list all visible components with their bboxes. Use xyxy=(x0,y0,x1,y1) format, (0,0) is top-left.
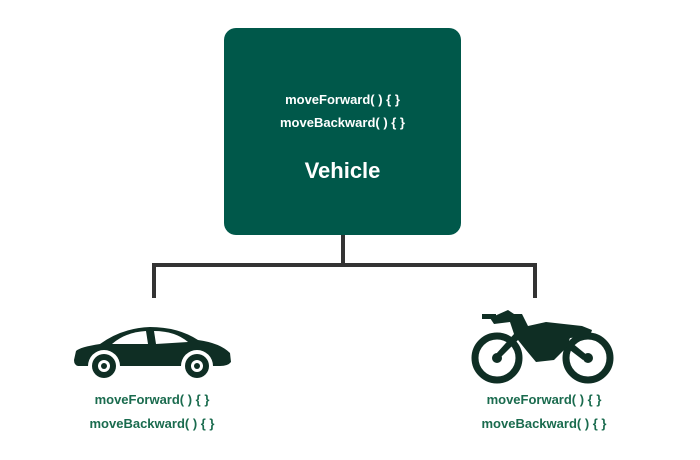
motorcycle-method-move-backward: moveBackward( ) { } xyxy=(481,416,607,431)
parent-method-move-forward: moveForward( ) { } xyxy=(285,92,400,107)
vehicle-class-box: moveForward( ) { } moveBackward( ) { } V… xyxy=(224,28,461,235)
car-method-move-backward: moveBackward( ) { } xyxy=(89,416,215,431)
motorcycle-icon xyxy=(471,310,614,384)
car-icon xyxy=(74,327,231,378)
parent-class-title: Vehicle xyxy=(304,158,381,183)
parent-method-move-backward: moveBackward( ) { } xyxy=(280,115,405,130)
car-method-move-forward: moveForward( ) { } xyxy=(94,392,210,407)
motorcycle-method-move-forward: moveForward( ) { } xyxy=(486,392,602,407)
motorcycle-methods: moveForward( ) { } moveBackward( ) { } xyxy=(444,388,644,436)
car-methods: moveForward( ) { } moveBackward( ) { } xyxy=(52,388,252,436)
